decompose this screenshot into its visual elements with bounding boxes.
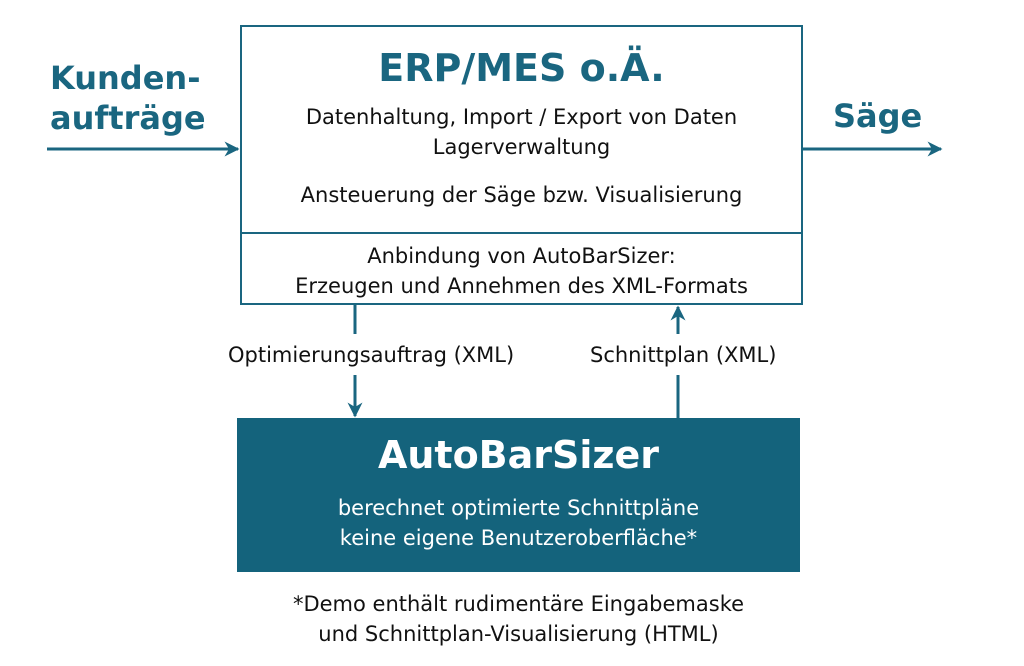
binding-line-1: Anbindung von AutoBarSizer: [367, 244, 676, 268]
erp-line-saw-control: Ansteuerung der Säge bzw. Visualisierung [300, 183, 743, 207]
autobarsizer-line-2: keine eigene Benutzeroberfläche* [339, 526, 698, 550]
cutting-plan-label: Schnittplan (XML) [590, 343, 777, 367]
footnote-line-2: und Schnittplan-Visualisierung (HTML) [318, 622, 719, 646]
erp-upper-section: ERP/MES o.Ä. Datenhaltung, Import / Expo… [242, 27, 801, 234]
customer-orders-label: Kunden- aufträge [50, 58, 206, 138]
erp-mes-box: ERP/MES o.Ä. Datenhaltung, Import / Expo… [240, 25, 803, 305]
customer-orders-label-line2: aufträge [50, 99, 206, 137]
autobarsizer-title: AutoBarSizer [377, 433, 660, 477]
customer-orders-label-line1: Kunden- [50, 59, 201, 97]
footnote-line-1: *Demo enthält rudimentäre Eingabemaske [292, 592, 745, 616]
erp-title: ERP/MES o.Ä. [378, 46, 665, 90]
erp-line-warehouse: Lagerverwaltung [432, 135, 611, 159]
autobarsizer-line-1: berechnet optimierte Schnittpläne [337, 496, 700, 520]
erp-line-data-management: Datenhaltung, Import / Export von Daten [305, 105, 738, 129]
binding-line-2: Erzeugen und Annehmen des XML-Formats [295, 274, 748, 298]
optimization-order-label: Optimierungsauftrag (XML) [228, 343, 515, 367]
saw-label: Säge [833, 97, 923, 135]
autobarsizer-box: AutoBarSizer berechnet optimierte Schnit… [237, 418, 800, 572]
